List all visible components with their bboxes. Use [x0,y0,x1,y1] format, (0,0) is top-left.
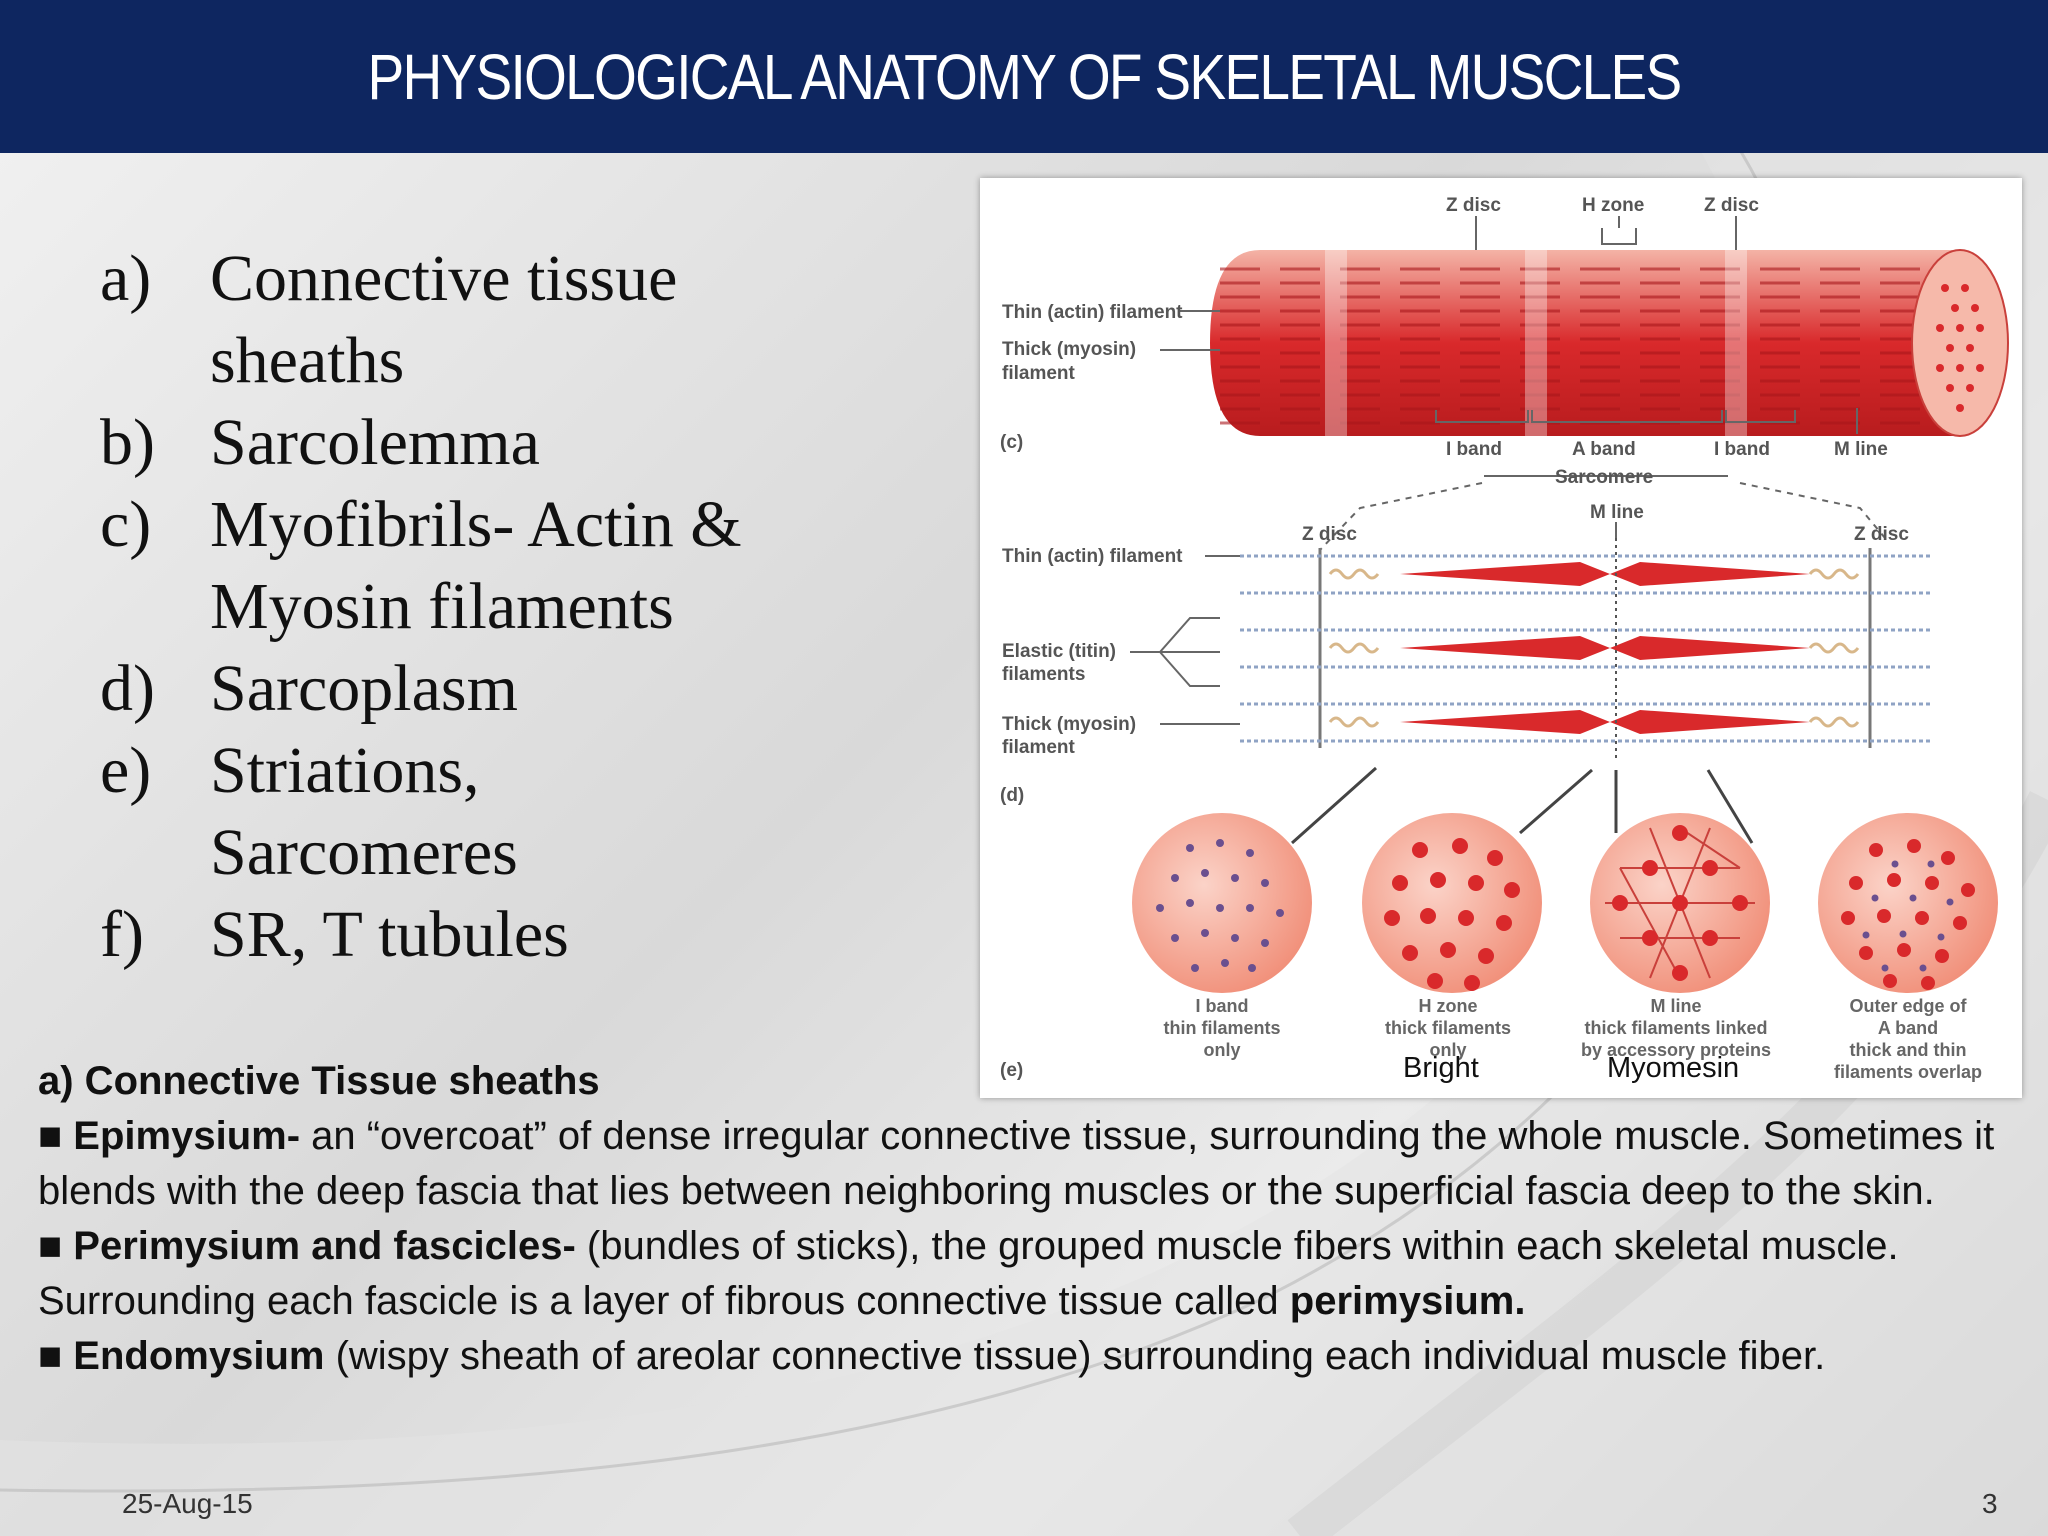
panel-d-lines [1130,522,1617,725]
sarcomere-diagram: Z disc H zone Z disc Thin (actin) filame… [1000,195,2009,1082]
slide-title: PHYSIOLOGICAL ANATOMY OF SKELETAL MUSCLE… [367,41,1682,113]
annotation-myomesin: Myomesin [1607,1052,1740,1084]
cross-section-m-line [1590,813,1770,993]
label-i-band-right: I band [1714,439,1770,460]
label-a-band: A band [1572,439,1636,460]
label-z-disc-left: Z disc [1446,195,1501,216]
term-perimysium: Perimysium and fascicles- [73,1224,576,1268]
panel-c-lines [1160,216,1886,551]
paragraph-endomysium: ■ Endomysium (wispy sheath of areolar co… [38,1329,2018,1384]
caption-a-band-line1: A band [1878,1018,1938,1038]
bullet-icon: ■ [38,1334,63,1378]
topic-letter: c) [100,488,152,561]
topic-letter: f) [100,898,144,971]
label-thick-filament-c: Thick (myosin) [1002,339,1136,360]
bullet-icon: ■ [38,1224,63,1268]
label-thick-filament-d-2: filament [1002,737,1076,758]
topic-item: c) Myofibrils- Actin & Myosin filaments [100,484,980,648]
term-endomysium: Endomysium [73,1334,325,1378]
page-number: 3 [1982,1488,1998,1519]
panel-tag-e: (e) [1000,1060,1023,1081]
panel-tag-d: (d) [1000,785,1024,806]
body-text: a) Connective Tissue sheaths ■ Epimysium… [38,1054,2018,1384]
section-heading: a) Connective Tissue sheaths [38,1059,600,1103]
caption-i-band-line1: thin filaments [1163,1018,1280,1038]
caption-i-band-title: I band [1196,996,1249,1016]
caption-h-zone-title: H zone [1418,996,1477,1016]
caption-m-line-line2: by accessory proteins [1581,1040,1771,1060]
topic-item: d) Sarcoplasm [100,648,980,730]
label-thick-filament-d: Thick (myosin) [1002,714,1136,735]
text-endomysium: (wispy sheath of areolar connective tiss… [324,1334,1826,1378]
caption-m-line-line1: thick filaments linked [1584,1018,1767,1038]
label-h-zone: H zone [1582,195,1644,216]
topic-letter: b) [100,406,155,479]
topic-item: f) SR, T tubules [100,894,980,976]
label-sarcomere: Sarcomere [1555,467,1653,488]
topic-item: a) Connective tissue sheaths [100,238,980,402]
paragraph-epimysium: ■ Epimysium- an “overcoat” of dense irre… [38,1109,2018,1219]
topic-list: a) Connective tissue sheaths b) Sarcolem… [100,238,980,976]
label-z-disc-d-right: Z disc [1854,524,1909,545]
topic-text: Striations, Sarcomeres [210,734,518,889]
bullet-icon: ■ [38,1114,63,1158]
topic-text: Sarcoplasm [210,652,518,725]
label-thin-filament-c: Thin (actin) filament [1002,302,1183,323]
caption-i-band-line2: only [1203,1040,1240,1060]
caption-a-band-line2: thick and thin [1850,1040,1967,1060]
text-epimysium: an “overcoat” of dense irregular connect… [38,1114,1995,1213]
sarcomere-figure: Z disc H zone Z disc Thin (actin) filame… [980,178,2022,1098]
caption-h-zone-line2: only [1429,1040,1466,1060]
label-m-line-c: M line [1834,439,1888,460]
label-thick-filament-c-2: filament [1002,363,1076,384]
topic-letter: a) [100,242,152,315]
label-elastic-filaments-2: filaments [1002,664,1085,685]
label-m-line-d: M line [1590,502,1644,523]
text-perimysium: (bundles of sticks), the grouped muscle … [38,1224,1899,1323]
topic-text: SR, T tubules [210,898,569,971]
panel-tag-c: (c) [1000,432,1023,453]
cross-section-a-band-edge [1818,813,1998,993]
topic-text: Myofibrils- Actin & Myosin filaments [210,488,742,643]
topic-letter: e) [100,734,152,807]
myofibril-cylinder [1210,249,2009,437]
topic-text: Connective tissue sheaths [210,242,678,397]
label-z-disc-d-left: Z disc [1302,524,1357,545]
label-i-band-left: I band [1446,439,1502,460]
cross-section-i-band [1132,813,1312,993]
term-epimysium: Epimysium- [73,1114,301,1158]
caption-a-band-title: Outer edge of [1849,996,1967,1016]
cross-section-h-zone [1362,813,1542,993]
panel-e-arrows [1291,766,1754,845]
topic-letter: d) [100,652,155,725]
term-perimysium-2: perimysium. [1289,1279,1526,1323]
annotation-bright: Bright [1403,1052,1479,1084]
footer-date: 25-Aug-15 [122,1488,253,1519]
topic-item: b) Sarcolemma [100,402,980,484]
sarcomere-filaments [1240,538,1930,758]
caption-h-zone-line1: thick filaments [1385,1018,1511,1038]
label-thin-filament-d: Thin (actin) filament [1002,546,1183,567]
title-bar: PHYSIOLOGICAL ANATOMY OF SKELETAL MUSCLE… [0,0,2048,153]
caption-a-band-line3: filaments overlap [1834,1062,1982,1082]
topic-item: e) Striations, Sarcomeres [100,730,980,894]
caption-m-line-title: M line [1650,996,1701,1016]
paragraph-perimysium: ■ Perimysium and fascicles- (bundles of … [38,1219,2018,1329]
label-elastic-filaments: Elastic (titin) [1002,641,1116,662]
label-z-disc-right: Z disc [1704,195,1759,216]
topic-text: Sarcolemma [210,406,540,479]
